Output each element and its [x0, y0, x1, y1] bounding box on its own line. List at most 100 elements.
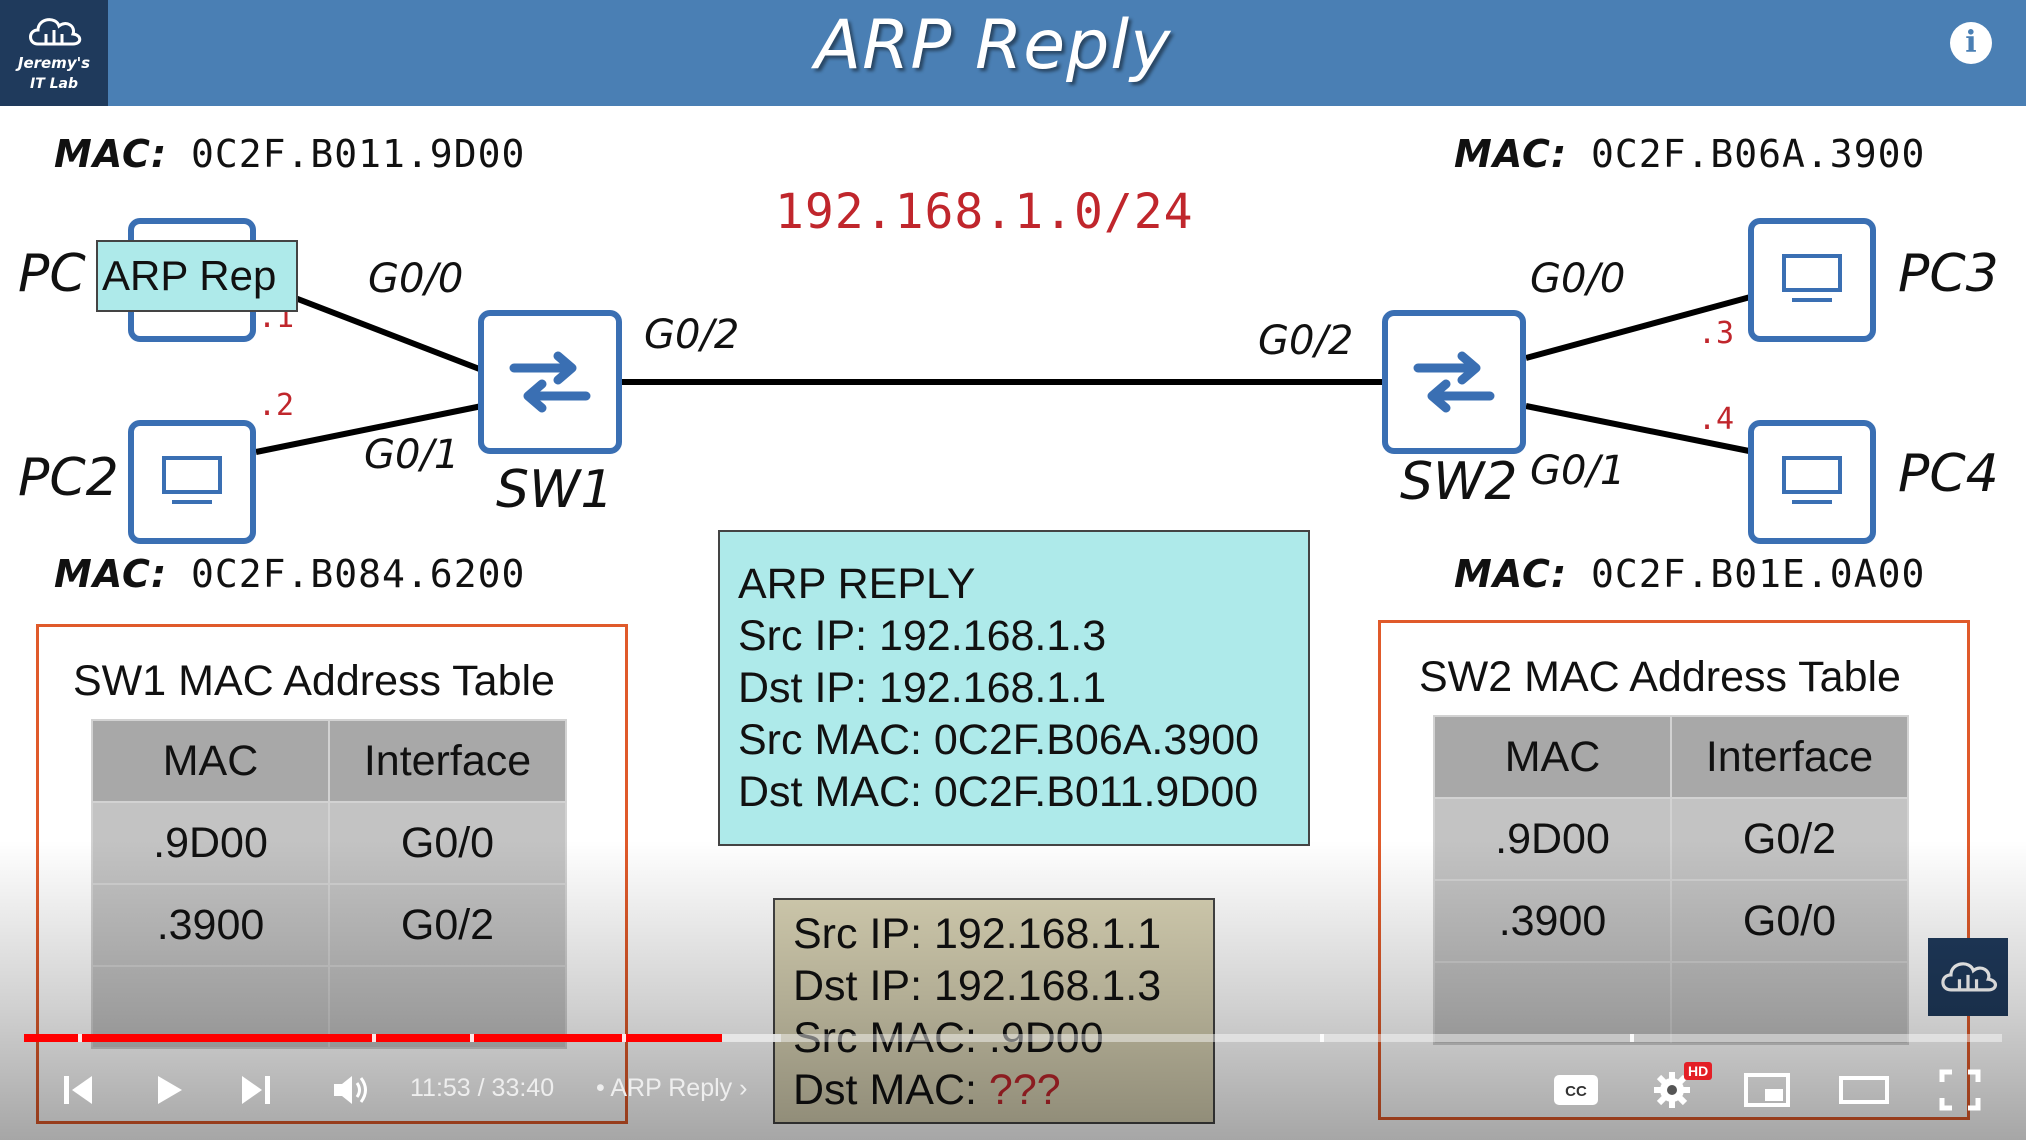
chevron-right-icon: › [739, 1074, 748, 1102]
link-pc1-sw1 [288, 293, 484, 373]
channel-logo: Jeremy's IT Lab [0, 0, 108, 106]
table-cell [1670, 961, 1909, 1045]
arp-reply-src-mac: Src MAC: 0C2F.B06A.3900 [738, 716, 1260, 764]
table-row: .9D00 G0/0 [91, 801, 567, 885]
table-row: .9D00 G0/2 [1433, 797, 1909, 881]
table-cell: .3900 [1433, 879, 1672, 963]
column-header: MAC [1433, 715, 1672, 799]
time-display: 11:53 / 33:40 [410, 1074, 555, 1102]
progress-bar[interactable] [24, 1034, 2002, 1042]
logo-text-line1: Jeremy's [17, 54, 91, 72]
chapter-marker [372, 1034, 376, 1042]
table-row [1433, 961, 1909, 1045]
sw2-mac-table: MAC Interface .9D00 G0/2 .3900 G0/0 [1433, 715, 1909, 1045]
frame-src-mac: Src MAC: .9D00 [793, 1014, 1104, 1062]
pc3-mac-label: MAC: 0C2F.B06A.3900 [1454, 132, 1926, 176]
sw1-icon [478, 310, 622, 454]
chapter-marker [1630, 1034, 1634, 1042]
table-header-row: MAC Interface [1433, 715, 1909, 799]
column-header: Interface [328, 719, 567, 803]
pc2-ip-octet: .2 [258, 388, 295, 423]
pc3-name: PC3 [1898, 244, 1999, 304]
arp-reply-src-ip: Src IP: 192.168.1.3 [738, 612, 1107, 660]
pc2-name: PC2 [18, 448, 119, 508]
hd-badge: HD [1684, 1062, 1713, 1080]
table-cell: G0/0 [1670, 879, 1909, 963]
sw1-port-g02: G0/2 [644, 312, 740, 358]
logo-text-line2: IT Lab [29, 76, 79, 92]
miniplayer-icon[interactable] [1740, 1060, 1794, 1120]
chapter-marker [622, 1034, 626, 1042]
sw1-mac-table: MAC Interface .9D00 G0/0 .3900 G0/2 [91, 719, 567, 1049]
arp-reply-dst-ip: Dst IP: 192.168.1.1 [738, 664, 1107, 712]
pc3-icon [1748, 218, 1876, 342]
table-cell [1433, 961, 1672, 1045]
svg-text:CC: CC [1565, 1083, 1587, 1100]
table-row: .3900 G0/0 [1433, 879, 1909, 963]
settings-icon[interactable] [1646, 1060, 1698, 1120]
pc2-icon [128, 420, 256, 544]
sw2-mac-table-title: SW2 MAC Address Table [1419, 653, 1901, 701]
sw2-port-g01: G0/1 [1530, 448, 1626, 494]
frame-dst-mac-unknown: ??? [988, 1066, 1061, 1114]
chapter-marker [78, 1034, 82, 1042]
pc4-mac-label: MAC: 0C2F.B01E.0A00 [1454, 552, 1926, 596]
chapter-marker [470, 1034, 474, 1042]
table-cell: .9D00 [91, 801, 330, 885]
volume-icon[interactable] [326, 1060, 374, 1120]
info-icon[interactable]: i [1950, 22, 1992, 64]
table-cell: .3900 [91, 883, 330, 967]
pending-frame-details: Src IP: 192.168.1.1 Dst IP: 192.168.1.3 … [773, 898, 1215, 1124]
cloud-logo-icon [29, 18, 82, 46]
player-controls: 11:53 / 33:40 • ARP Reply › CC HD [0, 1060, 2026, 1130]
sw1-mac-table-panel: SW1 MAC Address Table MAC Interface .9D0… [36, 624, 628, 1124]
sw2-name: SW2 [1400, 452, 1518, 512]
table-cell: G0/2 [328, 883, 567, 967]
play-icon[interactable] [144, 1060, 192, 1120]
pc4-name: PC4 [1898, 444, 1999, 504]
frame-src-ip: Src IP: 192.168.1.1 [793, 910, 1162, 958]
next-icon[interactable] [232, 1060, 280, 1120]
pc1-mac-label: MAC: 0C2F.B011.9D00 [54, 132, 526, 176]
table-cell: G0/2 [1670, 797, 1909, 881]
table-cell: .9D00 [1433, 797, 1672, 881]
column-header: Interface [1670, 715, 1909, 799]
chapter-title[interactable]: • ARP Reply › [596, 1074, 748, 1102]
sw2-port-g00: G0/0 [1530, 256, 1626, 302]
cloud-logo-icon [1941, 962, 1998, 992]
captions-icon[interactable]: CC [1550, 1060, 1602, 1120]
table-header-row: MAC Interface [91, 719, 567, 803]
link-sw2-pc3 [1525, 293, 1755, 361]
previous-icon[interactable] [54, 1060, 102, 1120]
frame-dst-ip: Dst IP: 192.168.1.3 [793, 962, 1162, 1010]
slide-title: ARP Reply [814, 6, 1172, 85]
sw1-port-g00: G0/0 [368, 256, 464, 302]
sw2-icon [1382, 310, 1526, 454]
frame-dst-mac: Dst MAC: ??? [793, 1066, 1061, 1114]
pc4-ip-octet: .4 [1698, 402, 1735, 437]
sw1-name: SW1 [496, 460, 614, 520]
table-row: .3900 G0/2 [91, 883, 567, 967]
link-sw2-pc4 [1525, 403, 1755, 455]
slide-header: Jeremy's IT Lab ARP Reply i [0, 0, 2026, 106]
pc2-mac-label: MAC: 0C2F.B084.6200 [54, 552, 526, 596]
sw2-port-g02: G0/2 [1258, 318, 1354, 364]
link-pc2-sw1 [255, 403, 483, 455]
arp-reply-frame-tag: ARP Rep [96, 240, 298, 312]
pc4-icon [1748, 420, 1876, 544]
arp-reply-details: ARP REPLY Src IP: 192.168.1.3 Dst IP: 19… [718, 530, 1310, 846]
arp-reply-dst-mac: Dst MAC: 0C2F.B011.9D00 [738, 768, 1259, 816]
theater-icon[interactable] [1836, 1060, 1892, 1120]
arp-reply-heading: ARP REPLY [738, 560, 976, 608]
pc1-name: PC [18, 244, 86, 304]
sw1-port-g01: G0/1 [364, 432, 460, 478]
sw1-mac-table-title: SW1 MAC Address Table [73, 657, 555, 705]
sw2-mac-table-panel: SW2 MAC Address Table MAC Interface .9D0… [1378, 620, 1970, 1120]
column-header: MAC [91, 719, 330, 803]
network-address: 192.168.1.0/24 [775, 184, 1194, 240]
channel-watermark[interactable] [1928, 938, 2008, 1016]
fullscreen-icon[interactable] [1934, 1060, 1986, 1120]
pc3-ip-octet: .3 [1698, 316, 1735, 351]
